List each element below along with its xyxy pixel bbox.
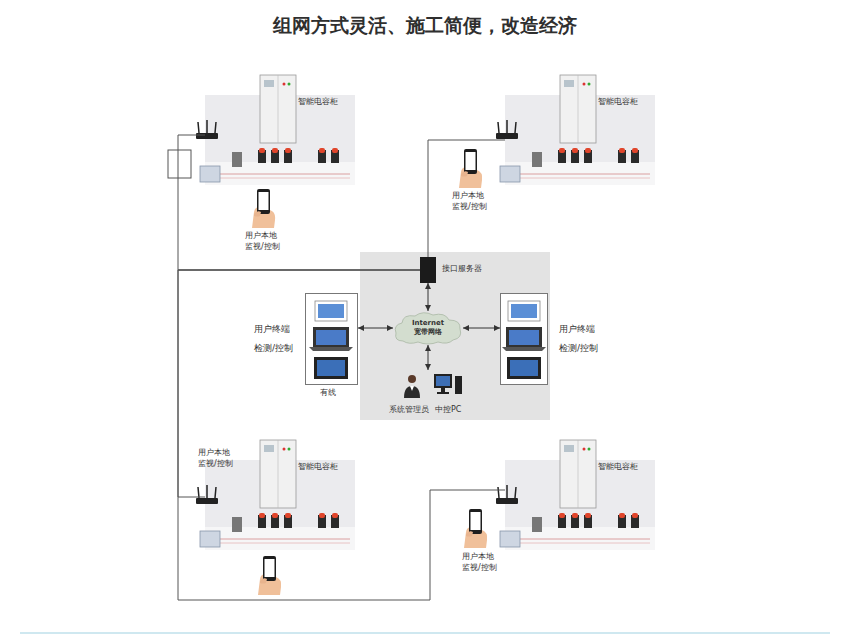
pc-monitor <box>434 374 452 388</box>
junction-box <box>168 150 191 178</box>
tablet <box>507 357 541 379</box>
center-panel <box>360 252 550 420</box>
cloud-outline <box>395 313 460 344</box>
note-label: 用户本地 监视/控制 <box>198 447 242 469</box>
user-terminal-box: 用户终端 检测/控制 <box>305 293 358 385</box>
capacitor-cabinet-group: 智能电容柜 <box>505 460 655 550</box>
pc-screen <box>436 376 450 386</box>
pc-tower <box>455 376 462 394</box>
laptop-screen <box>509 330 539 345</box>
bottom-rule <box>20 632 830 634</box>
admin-head <box>408 375 416 383</box>
cabinet-room <box>496 440 655 550</box>
note-label: 用户本地 监视/控制 <box>245 230 289 252</box>
tablet-screen <box>317 360 345 376</box>
data-arrow <box>463 328 500 329</box>
phone-in-hand <box>459 149 482 188</box>
phone-in-hand <box>252 189 275 228</box>
note-label: 用户本地 监视/控制 <box>452 190 496 212</box>
node-text: 智能电容柜 <box>298 97 338 107</box>
terminal-ground <box>500 293 548 385</box>
data-arrow <box>358 328 393 329</box>
cabinet-room <box>196 75 355 185</box>
tablet <box>508 301 540 321</box>
network-wire <box>178 135 420 270</box>
note-label: 用户本地 监视/控制 <box>462 551 506 573</box>
node-text: 用户终端 检测/控制 <box>559 320 605 358</box>
interface-server: 接口服务器 <box>420 257 436 283</box>
tablet <box>315 301 347 321</box>
node-text: 中控PC <box>435 405 461 415</box>
node-text: 接口服务器 <box>442 264 482 274</box>
capacitor-cabinet-group: 智能电容柜 <box>205 460 355 550</box>
data-arrow <box>428 283 429 311</box>
internet-cloud: Internet 宽带网络 <box>393 311 463 345</box>
network-wire <box>178 270 505 600</box>
laptop-screen <box>316 330 346 345</box>
user-terminal-box: 用户终端 检测/控制 <box>500 293 548 385</box>
tablet-screen <box>510 360 538 376</box>
laptop-base <box>502 347 546 351</box>
pc-stand <box>441 388 445 392</box>
tablet-screen <box>318 304 344 318</box>
note-label: 有线 <box>320 388 336 398</box>
tablet <box>314 357 348 379</box>
capacitor-cabinet-group: 智能电容柜 <box>205 95 355 185</box>
data-arrow <box>428 345 429 370</box>
tablet-screen <box>511 304 537 318</box>
laptop <box>313 327 349 347</box>
node-text: 智能电容柜 <box>298 462 338 472</box>
admin-shirt <box>410 386 414 391</box>
cabinet-room <box>196 440 355 550</box>
laptop-base <box>309 347 353 351</box>
node-text: 系统管理员 <box>389 405 429 415</box>
node-text: Internet 宽带网络 <box>405 319 451 337</box>
admin-pc-station: 系统管理员中控PC <box>388 370 472 418</box>
node-text: 用户终端 检测/控制 <box>254 320 300 358</box>
node-text: 智能电容柜 <box>598 97 638 107</box>
network-wire <box>178 270 420 497</box>
network-wire <box>428 140 505 257</box>
capacitor-cabinet-group: 智能电容柜 <box>505 95 655 185</box>
node-text: 智能电容柜 <box>598 462 638 472</box>
phone-in-hand <box>464 509 487 548</box>
pc-stand <box>437 392 449 394</box>
laptop <box>506 327 542 347</box>
terminal-ground <box>305 293 358 385</box>
phone-in-hand <box>258 556 281 595</box>
title-text: 组网方式灵活、施工简便，改造经济 <box>0 13 850 39</box>
cabinet-room <box>496 75 655 185</box>
admin-body <box>404 386 420 398</box>
